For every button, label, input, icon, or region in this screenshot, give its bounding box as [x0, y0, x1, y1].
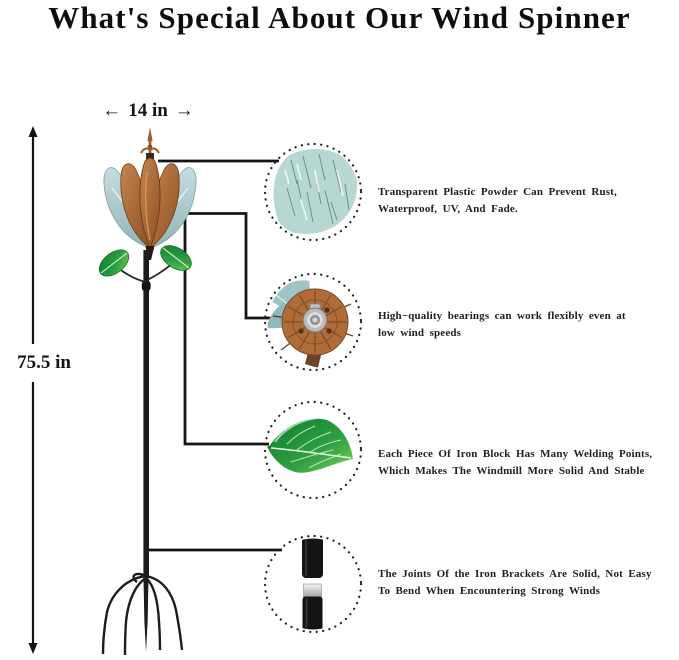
feature-line: Waterproof, UV, And Fade.: [378, 203, 518, 215]
callout-welding: [261, 398, 365, 502]
pole-leaves: [98, 245, 192, 283]
spinner-pole: [141, 250, 151, 652]
feature-line: Each Piece Of Iron Block Has Many Weldin…: [378, 448, 653, 460]
height-dimension-label: 75.5 in: [6, 352, 82, 374]
right-arrow-icon: →: [174, 100, 194, 121]
spinner-head: [103, 127, 197, 260]
height-dimension-line: [28, 126, 38, 654]
feature-text-joints: The Joints Of the Iron Brackets Are Soli…: [378, 566, 652, 600]
feature-line: low wind speeds: [378, 327, 462, 339]
width-dimension-value: 14 in: [128, 100, 168, 121]
callout-connector-lines: [146, 159, 282, 552]
callout-rust-proof-coating: [261, 140, 365, 244]
feature-line: High−quality bearings can work flexibly …: [378, 310, 626, 322]
callout-pole-joint: [261, 532, 365, 636]
verdigris-coating-icon: [263, 142, 363, 242]
feature-line: To Bend When Encountering Strong Winds: [378, 585, 601, 597]
ground-stake: [101, 572, 184, 656]
feature-text-welding: Each Piece Of Iron Block Has Many Weldin…: [378, 446, 652, 480]
pole-joint-icon: [263, 534, 363, 634]
feature-line: The Joints Of the Iron Brackets Are Soli…: [378, 568, 652, 580]
width-dimension-label: ← 14 in →: [88, 100, 208, 122]
feature-line: Which Makes The Windmill More Solid And …: [378, 465, 645, 477]
feature-text-rust-proof: Transparent Plastic Powder Can Prevent R…: [378, 184, 617, 218]
callout-bearing: [261, 270, 365, 374]
left-arrow-icon: ←: [102, 100, 122, 121]
bearing-icon: [263, 272, 363, 372]
welded-leaf-icon: [263, 400, 363, 500]
feature-text-bearing: High−quality bearings can work flexibly …: [378, 308, 626, 342]
feature-line: Transparent Plastic Powder Can Prevent R…: [378, 186, 617, 198]
page-title: What's Special About Our Wind Spinner: [48, 0, 631, 35]
